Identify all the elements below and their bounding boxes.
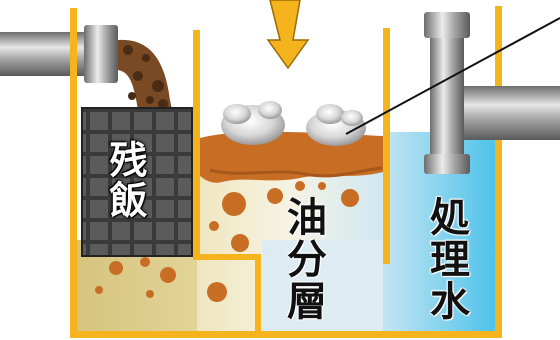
foam-clumps: [221, 101, 366, 146]
outlet-pipe: [430, 22, 464, 172]
down-arrow-icon: [266, 0, 310, 70]
residue-label: 残飯: [103, 140, 147, 220]
water-mid-fill: [262, 240, 383, 332]
waste-stream: [118, 39, 172, 111]
oil-layer-label: 油分層: [280, 196, 326, 322]
residue-basket: [82, 108, 192, 256]
treated-water-label: 処理水: [423, 196, 469, 322]
grease-droplets: [95, 181, 359, 302]
callout-line: [345, 17, 560, 135]
tank-walls: [70, 6, 502, 338]
